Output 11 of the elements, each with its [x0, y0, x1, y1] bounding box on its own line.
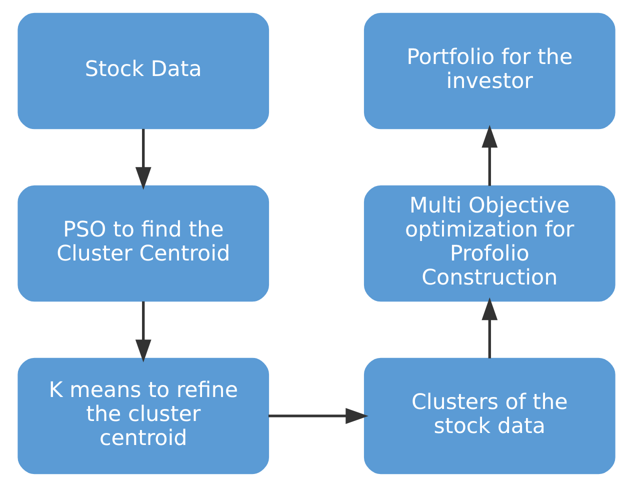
node-box: PSO to find the Cluster Centroid: [18, 185, 270, 302]
node-box: Portfolio for the investor: [364, 12, 616, 130]
arrow: [268, 408, 368, 424]
node-box: Stock Data: [18, 12, 270, 130]
node-box: Clusters of the stock data: [364, 358, 616, 474]
arrow: [482, 297, 498, 358]
arrow: [135, 301, 152, 362]
node-box: K means to refine the cluster centroid: [18, 358, 270, 474]
arrow: [135, 128, 152, 190]
node-box: Multi Objective optimization for Profolio Construction: [364, 185, 616, 302]
arrow: [482, 124, 498, 186]
